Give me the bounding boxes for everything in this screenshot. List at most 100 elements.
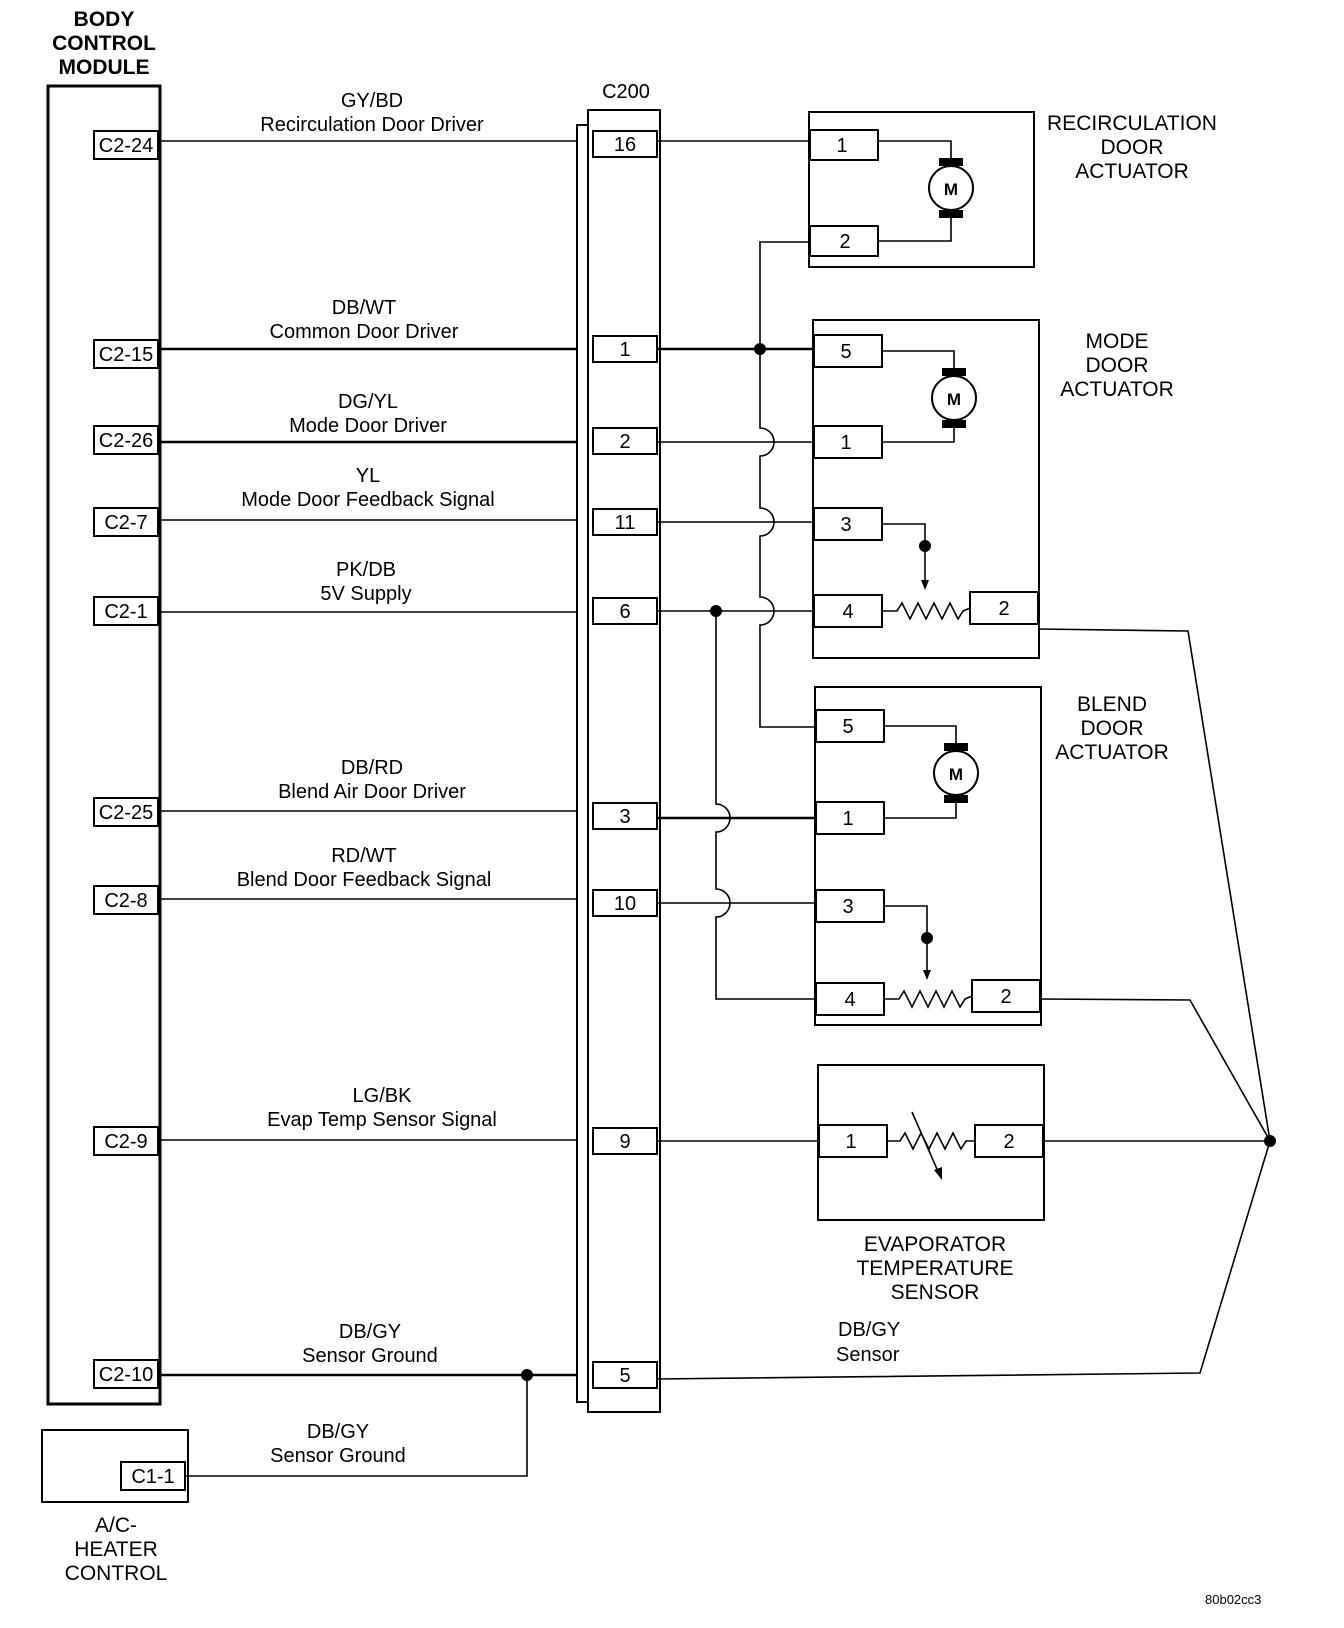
c200-cavity-label: 2 — [619, 431, 630, 453]
wiper-arrowhead — [921, 580, 929, 590]
bcm-title-line3: MODULE — [59, 56, 150, 79]
motor-label: M — [944, 180, 958, 199]
evap-title-line2: TEMPERATURE — [856, 1257, 1013, 1280]
c200-cavity-label: 10 — [614, 893, 636, 915]
blend-door-actuator: 5 1 3 4 2 M BLEND DOOR ACTUATOR — [814, 686, 1169, 1026]
thermistor-arrowhead — [934, 1167, 942, 1180]
resistor-icon — [882, 601, 971, 621]
recirc-title-line2: DOOR — [1101, 136, 1164, 159]
motor-label: M — [947, 390, 961, 409]
bcm-pin-label: C2-7 — [104, 512, 147, 534]
wire-color-label: RD/WT — [331, 845, 397, 867]
recirc-pin-label: 2 — [839, 231, 850, 253]
motor-icon — [933, 750, 979, 796]
ac-heater-title-line2: HEATER — [74, 1538, 158, 1561]
wire-function-label: Blend Air Door Driver — [278, 781, 466, 803]
c200-cavity-label: 9 — [619, 1131, 630, 1153]
mode-actuator-box — [812, 319, 1040, 659]
bcm-title-line2: CONTROL — [52, 32, 156, 55]
recirculation-door-actuator: 1 2 M RECIRCULATION DOOR ACTUATOR — [808, 111, 1217, 268]
recirc-title-line1: RECIRCULATION — [1047, 112, 1217, 135]
c200-cavity-box — [592, 1361, 658, 1389]
body-control-module: BODY CONTROL MODULE C2-24 C2-15 C2-26 C2… — [46, 8, 162, 1406]
motor-terminal — [939, 210, 963, 218]
wire-function-label: Blend Door Feedback Signal — [237, 869, 492, 891]
wire-color-label: PK/DB — [336, 559, 396, 581]
c200-cavity-label: 3 — [619, 806, 630, 828]
evap-title-line3: SENSOR — [891, 1281, 980, 1304]
blend-title-line3: ACTUATOR — [1055, 741, 1169, 764]
bcm-pin-label: C2-9 — [104, 1131, 147, 1153]
wire-color-label: LG/BK — [353, 1085, 413, 1107]
blend-pin-label: 3 — [842, 896, 853, 918]
wire-color-label: YL — [356, 465, 380, 487]
wiper-lead — [882, 523, 926, 546]
wire — [759, 241, 810, 349]
recirc-pin-label: 1 — [836, 135, 847, 157]
blend-actuator-box — [814, 686, 1042, 1026]
c200-cavity-box — [592, 427, 658, 455]
bcm-pin-box — [93, 507, 159, 537]
wiper-lead — [884, 905, 928, 938]
blend-pin-label: 2 — [1000, 986, 1011, 1008]
blend-pin-label: 5 — [842, 716, 853, 738]
recirc-title-line3: ACTUATOR — [1075, 160, 1189, 183]
c200-cavity-label: 11 — [615, 512, 636, 534]
mode-pin-label: 3 — [840, 514, 851, 536]
bcm-pin-label: C2-15 — [99, 344, 153, 366]
bcm-pin-box — [93, 885, 159, 915]
motor-lead — [882, 350, 955, 368]
motor-icon — [928, 165, 974, 211]
mode-title-line2: DOOR — [1086, 354, 1149, 377]
wire — [656, 1140, 1271, 1380]
c200-cavity-box — [592, 130, 658, 158]
wire-function-label: Evap Temp Sensor Signal — [267, 1109, 497, 1131]
evap-title-line1: EVAPORATOR — [864, 1233, 1006, 1256]
c200-to-component-wires: DB/GY Sensor — [656, 140, 1276, 1380]
wire-color-label: DB/GY — [339, 1321, 401, 1343]
ac-heater-title-line1: A/C- — [95, 1514, 137, 1537]
ac-heater-box — [41, 1429, 189, 1503]
wire-function-label: Mode Door Driver — [289, 415, 447, 437]
bcm-pin-box — [93, 596, 159, 626]
motor-lead — [882, 428, 955, 443]
wire-color-label: DB/WT — [332, 297, 396, 319]
figure-id: 80b02cc3 — [1205, 1592, 1261, 1607]
motor-terminal — [939, 158, 963, 166]
wire-function-label: Recirculation Door Driver — [260, 114, 484, 136]
blend-pin-label: 4 — [844, 989, 855, 1011]
thermistor-icon — [887, 1131, 975, 1151]
bcm-pin-box — [93, 797, 159, 827]
mode-pin-label: 5 — [840, 341, 851, 363]
wire-function-label: Mode Door Feedback Signal — [241, 489, 494, 511]
wire-color-label: DB/RD — [341, 757, 403, 779]
mode-door-actuator: 5 1 3 4 2 M MODE DOOR ACTUATOR — [812, 319, 1174, 659]
wire — [1039, 998, 1271, 1142]
bcm-pin-label: C2-10 — [99, 1364, 153, 1386]
wire-color-label: DG/YL — [338, 391, 398, 413]
splice-dot — [521, 1369, 533, 1381]
recirc-pin-box — [809, 129, 879, 161]
evaporator-temperature-sensor: 1 2 EVAPORATOR TEMPERATURE SENSOR — [817, 1064, 1045, 1304]
bcm-box — [46, 84, 162, 1406]
bcm-pin-box — [93, 339, 159, 369]
motor-lead — [878, 218, 952, 242]
c200-cavity-label: 16 — [614, 134, 636, 156]
wire-function-label: Sensor Ground — [270, 1445, 406, 1467]
mode-title-line1: MODE — [1086, 330, 1149, 353]
evap-pin-label: 1 — [845, 1131, 856, 1153]
blend-pin-label: 1 — [842, 808, 853, 830]
motor-lead — [884, 803, 957, 819]
wire-color-label: DB/GY — [307, 1421, 369, 1443]
wire — [185, 1375, 528, 1477]
c200-cavity-label: 1 — [619, 339, 630, 361]
motor-label: M — [949, 765, 963, 784]
splice-dot — [1264, 1135, 1276, 1147]
motor-terminal — [944, 743, 968, 751]
ac-heater-pin-label: C1-1 — [131, 1466, 174, 1488]
mode-pin-label: 2 — [998, 598, 1009, 620]
recirc-actuator-box — [808, 111, 1035, 268]
motor-icon — [931, 375, 977, 421]
bcm-to-c200-wires: GY/BD Recirculation Door Driver DB/WT Co… — [158, 90, 577, 1477]
